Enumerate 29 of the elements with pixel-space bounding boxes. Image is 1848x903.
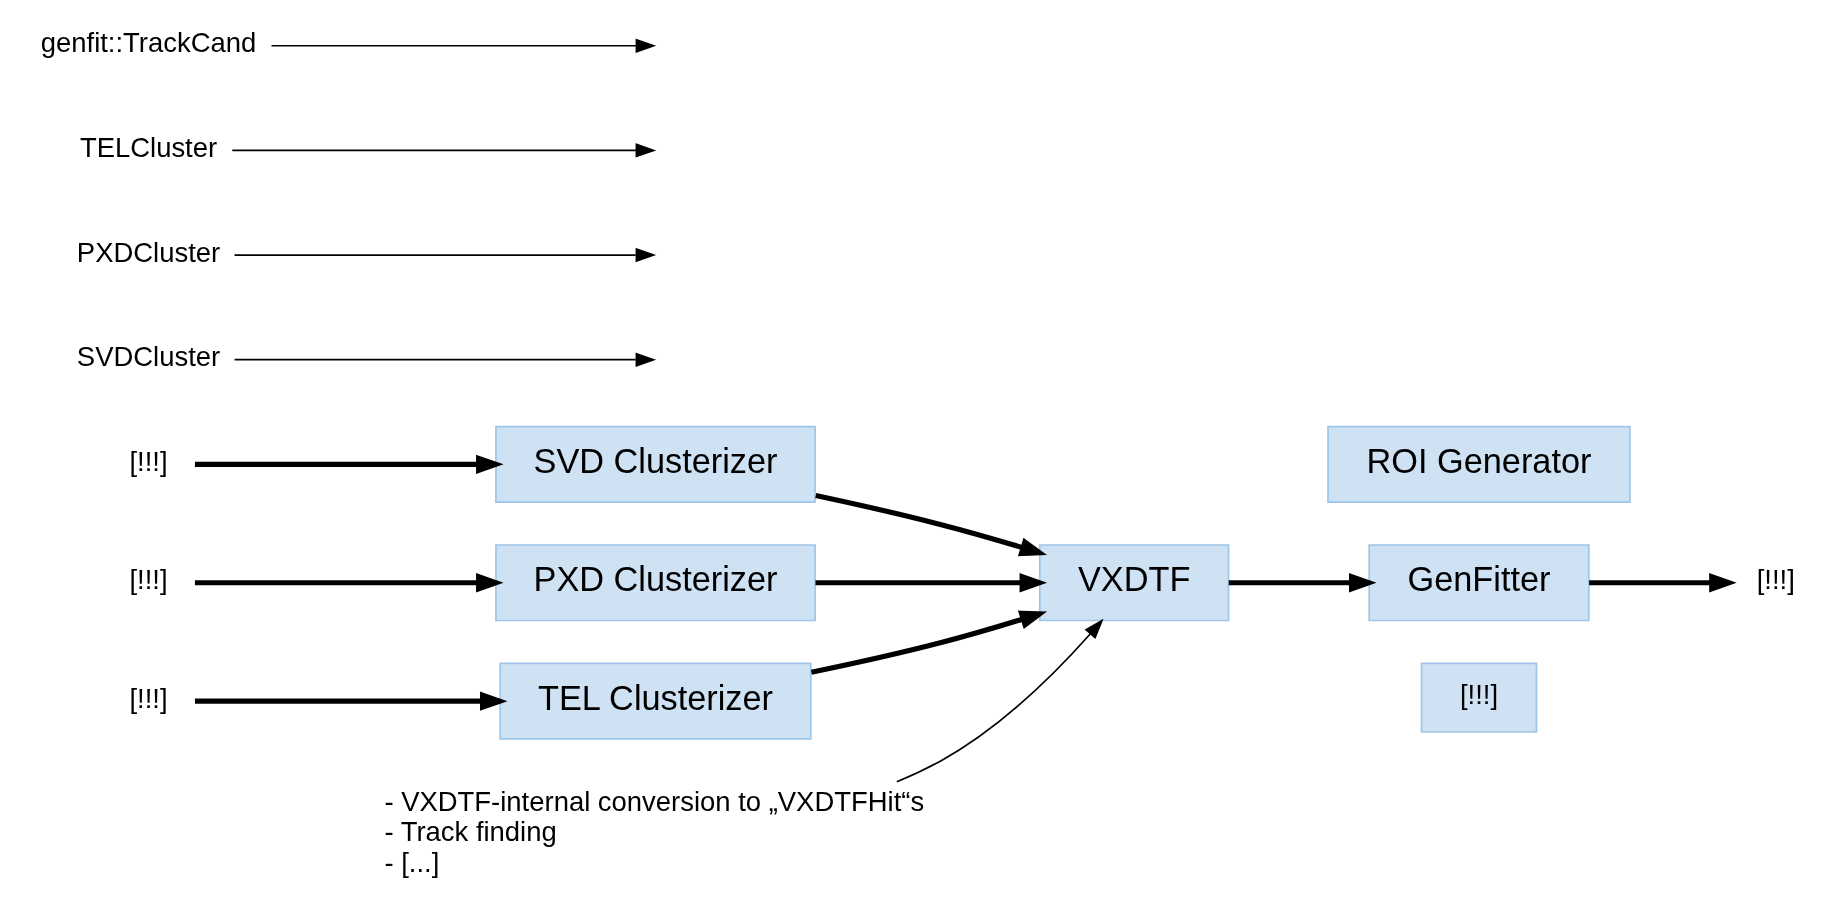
node-text: [!!!] <box>129 564 168 596</box>
arrow <box>194 691 508 711</box>
node-box: TEL Clusterizer <box>499 662 812 740</box>
node-box: PXD Clusterizer <box>495 544 816 622</box>
node-text: [!!!] <box>1756 564 1795 596</box>
node-text: PXDCluster <box>76 236 221 268</box>
arrow <box>194 454 504 474</box>
node-text: [!!!] <box>129 682 168 714</box>
node-text: [!!!] <box>129 445 168 477</box>
node-text: SVDCluster <box>76 341 221 373</box>
arrow <box>270 38 657 53</box>
node-text: TELCluster <box>79 131 218 163</box>
arrow <box>810 610 1048 675</box>
node-box: GenFitter <box>1368 544 1590 622</box>
node-text: genfit::TrackCand <box>40 27 257 59</box>
node-box: VXDTF <box>1038 544 1230 622</box>
node-box: ROI Generator <box>1327 425 1631 503</box>
arrow <box>896 618 1104 783</box>
node-box: [!!!] <box>1420 662 1538 733</box>
arrow <box>194 573 504 593</box>
arrow <box>231 143 657 158</box>
arrow <box>815 492 1048 557</box>
node-box: SVD Clusterizer <box>495 425 816 503</box>
arrow <box>815 573 1048 593</box>
arrow <box>233 352 657 367</box>
arrow <box>1228 573 1377 593</box>
node-text: - VXDTF-internal conversion to „VXDTFHit“s - Track finding - [...] <box>384 785 925 879</box>
arrow <box>233 247 657 263</box>
arrow <box>1589 573 1737 593</box>
